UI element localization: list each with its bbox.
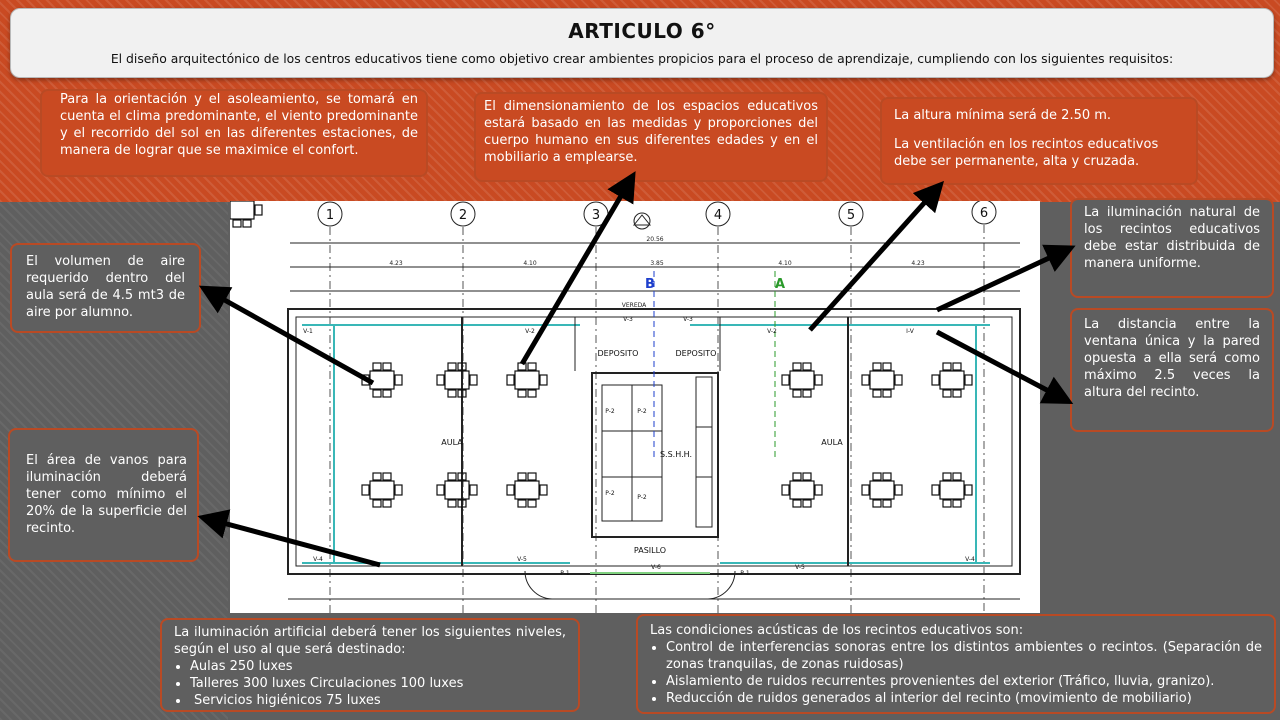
window-tag: V-2 (525, 328, 535, 335)
room-label-aula-left: AULA (441, 438, 463, 447)
door-tag: P-1 (740, 570, 750, 577)
axis-label-6: 6 (980, 206, 988, 221)
door-tag: P-2 (605, 490, 615, 497)
acoustics-list: Control de interferencias sonoras entre … (650, 639, 1262, 707)
note-height-text: La altura mínima será de 2.50 m. (894, 108, 1112, 123)
room-label-sshh: S.S.H.H. (660, 450, 692, 459)
floor-plan: 1 2 3 4 5 6 B A 20.56 4.23 4.10 3.85 4.1… (230, 201, 1040, 613)
list-item: Control de interferencias sonoras entre … (666, 639, 1262, 673)
axis-letter-b: B (645, 277, 655, 292)
bay-dim-2: 4.10 (523, 260, 537, 267)
note-dimensions: El dimensionamiento de los espacios educ… (474, 92, 828, 182)
list-item: Servicios higiénicos 75 luxes (190, 692, 566, 709)
door-tag: P-2 (637, 408, 647, 415)
note-artificial-light-intro: La iluminación artificial deberá tener l… (174, 625, 566, 657)
page-subtitle: El diseño arquitectónico de los centros … (110, 51, 1174, 66)
note-orientation: Para la orientación y el asoleamiento, s… (40, 89, 428, 177)
window-tag: I-V (906, 328, 915, 335)
note-ventilation-text: La ventilación en los recintos educativo… (894, 137, 1159, 169)
note-air-volume: El volumen de aire requerido dentro del … (10, 243, 201, 333)
note-air-volume-text: El volumen de aire requerido dentro del … (26, 254, 185, 320)
note-height-ventilation: La altura mínima será de 2.50 m. La vent… (880, 97, 1198, 185)
window-tag: V-4 (965, 556, 975, 563)
window-tag: V-1 (303, 328, 313, 335)
note-natural-light: La iluminación natural de los recintos e… (1070, 198, 1274, 298)
room-label-deposito-right: DEPOSITO (676, 349, 717, 358)
note-artificial-light: La iluminación artificial deberá tener l… (160, 618, 580, 712)
classroom-desks (230, 201, 973, 508)
total-width-dim: 20.56 (646, 236, 663, 243)
note-dimensions-text: El dimensionamiento de los espacios educ… (484, 99, 818, 165)
artificial-light-list: Aulas 250 luxes Talleres 300 luxes Circu… (174, 658, 566, 709)
note-window-distance-text: La distancia entre la ventana única y la… (1084, 317, 1260, 400)
bay-dim-4: 4.10 (778, 260, 792, 267)
window-tag: V-3 (683, 316, 693, 323)
floor-plan-drawing: 1 2 3 4 5 6 B A 20.56 4.23 4.10 3.85 4.1… (230, 201, 1021, 613)
door-tag: P-2 (637, 494, 647, 501)
axis-letter-a: A (775, 277, 785, 292)
note-acoustics-intro: Las condiciones acústicas de los recinto… (650, 623, 1024, 638)
room-label-pasillo: PASILLO (634, 546, 666, 555)
list-item: Talleres 300 luxes Circulaciones 100 lux… (190, 675, 566, 692)
window-tag: V-3 (623, 316, 633, 323)
room-label-deposito-left: DEPOSITO (598, 349, 639, 358)
bay-dim-1: 4.23 (389, 260, 403, 267)
header-panel: ARTICULO 6° El diseño arquitectónico de … (10, 8, 1274, 78)
window-tag: V-5 (795, 564, 805, 571)
axis-label-2: 2 (459, 208, 467, 223)
page-title: ARTICULO 6° (568, 19, 716, 43)
window-tag: V-4 (313, 556, 323, 563)
vereda-label: VEREDA (622, 302, 647, 309)
note-window-area-text: El área de vanos para iluminación deberá… (26, 453, 187, 536)
door-tag: P-2 (605, 408, 615, 415)
axis-label-5: 5 (847, 208, 855, 223)
bay-dim-3: 3.85 (650, 260, 664, 267)
note-acoustics: Las condiciones acústicas de los recinto… (636, 614, 1276, 714)
door-tag: P-1 (560, 570, 570, 577)
note-window-area: El área de vanos para iluminación deberá… (8, 428, 199, 562)
axis-label-1: 1 (326, 208, 334, 223)
axis-markers (317, 201, 997, 227)
axis-label-4: 4 (714, 208, 722, 223)
list-item: Reducción de ruidos generados al interio… (666, 690, 1262, 707)
list-item: Aulas 250 luxes (190, 658, 566, 675)
window-tag: V-2 (767, 328, 777, 335)
window-tag: V-5 (517, 556, 527, 563)
window-tag: V-6 (651, 564, 661, 571)
bay-dim-5: 4.23 (911, 260, 925, 267)
list-item: Aislamiento de ruidos recurrentes proven… (666, 673, 1262, 690)
note-natural-light-text: La iluminación natural de los recintos e… (1084, 205, 1260, 271)
note-window-distance: La distancia entre la ventana única y la… (1070, 308, 1274, 432)
note-orientation-text: Para la orientación y el asoleamiento, s… (60, 92, 418, 158)
room-label-aula-right: AULA (821, 438, 843, 447)
axis-label-3: 3 (592, 208, 600, 223)
